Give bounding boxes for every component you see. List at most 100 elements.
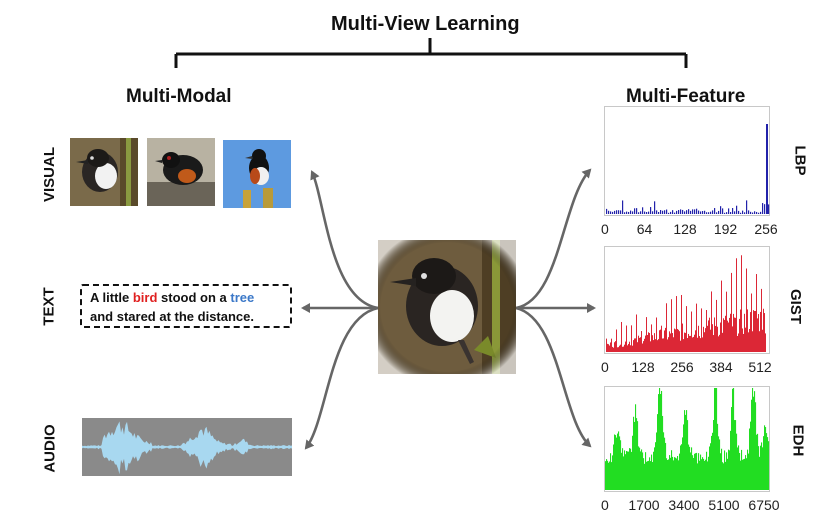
gist-bar <box>725 315 726 352</box>
edh-bar <box>631 451 633 490</box>
lbp-bar <box>730 212 732 214</box>
edh-bar <box>716 388 718 490</box>
caption-line-2: and stared at the distance. <box>90 309 254 324</box>
edh-bar <box>686 410 688 490</box>
edh-bar <box>699 460 701 490</box>
edh-bar <box>731 407 733 490</box>
gist-bar <box>624 344 625 352</box>
central-bird-photo <box>378 240 516 374</box>
lbp-tick-label: 64 <box>636 221 653 237</box>
edh-bar <box>657 414 659 490</box>
edh-bar <box>618 431 620 490</box>
edh-bar <box>635 404 637 490</box>
gist-bar <box>718 336 719 352</box>
edh-bar <box>751 399 753 490</box>
edh-bar <box>733 388 735 490</box>
gist-bar <box>697 337 698 352</box>
edh-bar <box>764 425 766 490</box>
edh-bar <box>726 452 728 490</box>
lbp-bar <box>642 207 644 214</box>
edh-bar <box>752 388 754 490</box>
gist-bar <box>692 337 693 352</box>
gist-bar <box>656 317 657 352</box>
gist-bar <box>643 341 644 352</box>
gist-label: GIST <box>787 288 805 325</box>
edh-bar <box>636 418 638 490</box>
lbp-bar <box>690 210 692 214</box>
lbp-bar <box>768 204 770 214</box>
edh-bar <box>725 461 727 490</box>
edh-bar <box>755 402 757 490</box>
gist-bar <box>665 327 666 352</box>
edh-bar <box>613 444 615 490</box>
edh-tick-label: 6750 <box>748 497 780 513</box>
gist-bar <box>623 346 624 352</box>
edh-bar <box>670 457 672 490</box>
gist-bar <box>652 335 653 352</box>
edh-bar <box>732 388 734 490</box>
edh-bar <box>638 446 640 490</box>
gist-bar <box>717 326 718 352</box>
edh-bar <box>619 436 621 490</box>
gist-bar <box>611 338 612 352</box>
lbp-bar <box>726 212 728 214</box>
edh-bar <box>702 457 704 490</box>
gist-bar <box>726 291 727 352</box>
edh-bar <box>767 437 769 490</box>
gist-bar <box>744 313 745 352</box>
lbp-bar <box>732 208 734 214</box>
lbp-bar <box>638 212 640 214</box>
gist-bar <box>615 341 616 352</box>
gist-bar <box>723 318 724 352</box>
lbp-bar <box>702 210 704 214</box>
gist-bar <box>708 320 709 352</box>
caption-text: A little <box>90 290 133 305</box>
gist-bar <box>619 345 620 352</box>
edh-bar <box>612 455 614 490</box>
lbp-bar <box>766 124 768 214</box>
lbp-bar <box>758 212 760 214</box>
gist-bar <box>640 337 641 352</box>
gist-bar <box>712 324 713 352</box>
lbp-bar <box>668 212 670 214</box>
gist-bar <box>732 326 733 352</box>
edh-bar <box>629 448 631 490</box>
gist-bar <box>625 341 626 352</box>
lbp-bar <box>698 210 700 214</box>
edh-bar <box>706 451 708 490</box>
edh-bar <box>757 433 759 490</box>
lbp-bar <box>666 209 668 214</box>
gist-bar <box>672 333 673 352</box>
gist-bar <box>684 332 685 352</box>
lbp-bar <box>748 210 750 214</box>
edh-label: EDH <box>789 424 807 457</box>
gist-tick-label: 256 <box>670 359 694 375</box>
edh-bar <box>651 454 653 490</box>
edh-histogram <box>604 386 770 492</box>
gist-bar <box>674 328 675 352</box>
edh-bar <box>627 451 629 490</box>
lbp-bar <box>618 210 620 214</box>
gist-bar <box>633 340 634 352</box>
lbp-bar <box>710 211 712 214</box>
edh-bar <box>654 447 656 490</box>
lbp-bar <box>636 208 638 214</box>
lbp-bar <box>648 211 650 214</box>
lbp-bar <box>650 207 652 214</box>
edh-bar <box>675 457 677 490</box>
gist-bar <box>752 331 753 352</box>
edh-bar <box>684 410 686 490</box>
lbp-bar <box>720 206 722 214</box>
lbp-bar <box>656 210 658 214</box>
lbp-bar <box>704 210 706 214</box>
edh-bar <box>712 432 714 490</box>
gist-bar <box>669 331 670 352</box>
gist-bar <box>693 336 694 352</box>
edh-bar <box>656 432 658 490</box>
lbp-tick-label: 192 <box>713 221 738 237</box>
gist-bar <box>704 332 705 352</box>
edh-bar <box>642 452 644 490</box>
gist-bar <box>630 345 631 352</box>
gist-bar <box>714 317 715 352</box>
gist-bar <box>612 346 613 352</box>
